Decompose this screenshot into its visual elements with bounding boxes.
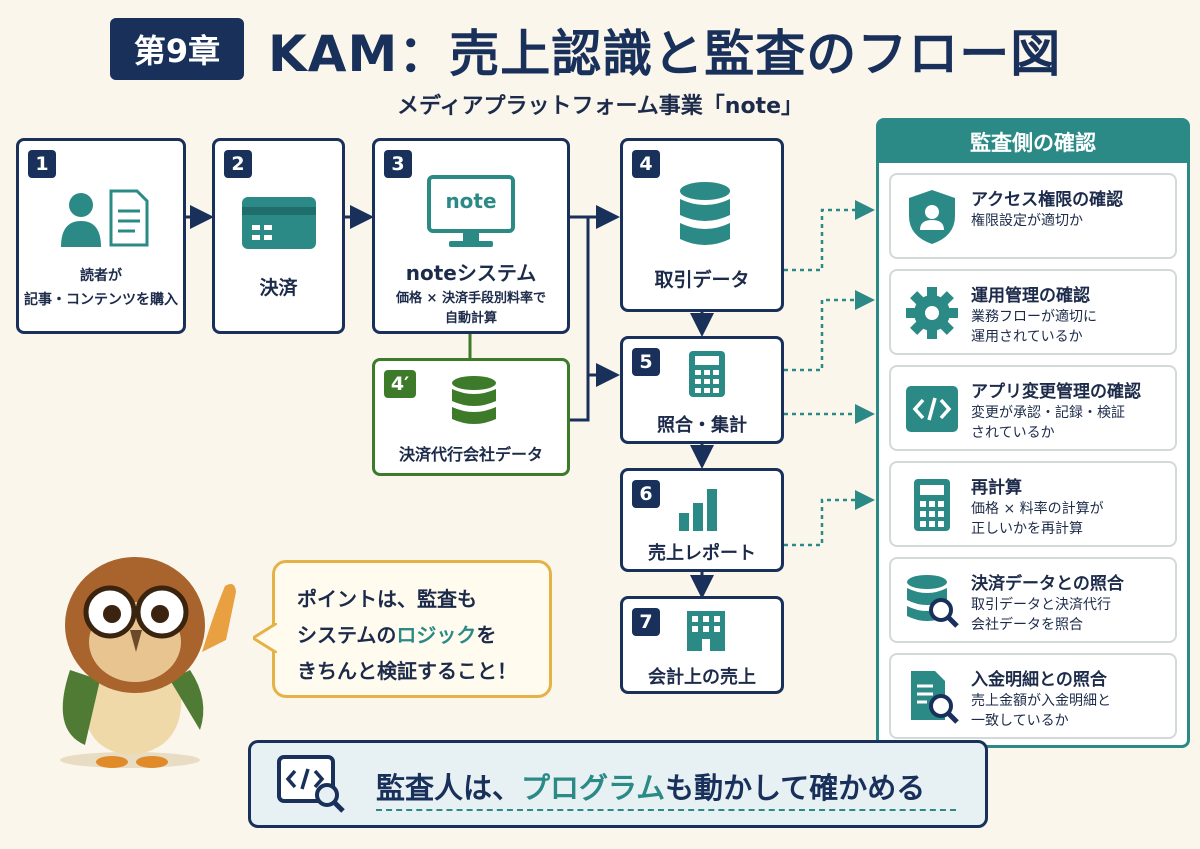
database-search-icon	[907, 575, 959, 628]
database-icon	[452, 376, 496, 424]
step-4b-box: 4′ 決済代行会社データ	[372, 358, 570, 476]
step-5-label: 照合・集計	[657, 415, 747, 436]
audit-checks-panel: 監査側の確認 アクセス権限の確認 権限設定が適切か 運用管理の確認 業務フローが…	[876, 118, 1190, 748]
step-4-box: 4 取引データ	[620, 138, 784, 312]
document-search-icon	[911, 671, 959, 724]
step-1-line1: 読者が	[80, 268, 122, 284]
step-number: 7	[632, 608, 660, 636]
reader-icon	[61, 189, 149, 247]
database-icon	[680, 182, 730, 245]
code-search-icon	[277, 755, 345, 813]
speech-bubble: ポイントは、監査も システムのロジックを きちんと検証すること！	[253, 560, 552, 698]
page-title: KAM：売上認識と監査のフロー図	[268, 25, 1062, 83]
check-title: アプリ変更管理の確認	[971, 382, 1141, 402]
step-number: 4	[632, 150, 660, 178]
monitor-icon: note	[427, 175, 515, 249]
step-number: 1	[28, 150, 56, 178]
step-number: 5	[632, 348, 660, 376]
check-title: 再計算	[971, 478, 1022, 498]
check-item-access: アクセス権限の確認 権限設定が適切か	[889, 173, 1177, 259]
step-1-line2: 記事・コンテンツを購入	[24, 292, 178, 308]
step-2-box: 2 決済	[212, 138, 345, 334]
check-desc: 価格 × 料率の計算が正しいかを再計算	[971, 501, 1104, 537]
step-7-box: 7 会計上の売上	[620, 596, 784, 694]
check-item-recalc: 再計算 価格 × 料率の計算が正しいかを再計算	[889, 461, 1177, 547]
step-6-box: 6 売上レポート	[620, 468, 784, 572]
banner-text: 監査人は、プログラムも動かして確かめる	[376, 771, 926, 805]
check-item-deposit-match: 入金明細との照合 売上金額が入金明細と一致しているか	[889, 653, 1177, 739]
bubble-tail	[253, 623, 277, 653]
step-4-label: 取引データ	[654, 269, 750, 291]
check-desc: 権限設定が適切か	[971, 213, 1083, 229]
check-title: 決済データとの照合	[971, 574, 1124, 594]
check-desc: 売上金額が入金明細と一致しているか	[971, 693, 1111, 729]
step-number: 6	[632, 480, 660, 508]
bubble-text: ポイントは、監査も システムのロジックを きちんと検証すること！	[297, 587, 517, 683]
check-desc: 業務フローが適切に運用されているか	[971, 309, 1097, 345]
panel-title: 監査側の確認	[879, 121, 1187, 163]
step-3-line2: 自動計算	[444, 311, 497, 326]
calculator-icon	[914, 479, 950, 531]
check-title: アクセス権限の確認	[971, 190, 1124, 210]
check-item-payment-match: 決済データとの照合 取引データと決済代行会社データを照合	[889, 557, 1177, 643]
gear-icon	[906, 287, 958, 339]
step-6-label: 売上レポート	[648, 543, 756, 564]
credit-card-icon	[242, 197, 316, 249]
chapter-badge: 第9章	[110, 18, 244, 80]
step-2-label: 決済	[259, 277, 298, 299]
check-item-change-mgmt: アプリ変更管理の確認 変更が承認・記録・検証されているか	[889, 365, 1177, 451]
step-number: 4′	[384, 370, 416, 398]
code-icon	[906, 386, 958, 432]
check-title: 運用管理の確認	[971, 286, 1090, 306]
step-number: 3	[384, 150, 412, 178]
shield-user-icon	[909, 190, 955, 244]
step-3-label: noteシステム	[405, 261, 537, 285]
check-title: 入金明細との照合	[971, 670, 1107, 690]
banner-underline	[376, 809, 956, 811]
building-icon	[687, 611, 725, 651]
step-3-line1: 価格 × 決済手段別料率で	[396, 291, 546, 306]
bar-chart-icon	[679, 489, 717, 531]
step-7-label: 会計上の売上	[648, 667, 756, 688]
step-5-box: 5 照合・集計	[620, 336, 784, 444]
check-desc: 取引データと決済代行会社データを照合	[971, 597, 1111, 633]
step-4b-label: 決済代行会社データ	[398, 445, 543, 464]
bottom-banner: 監査人は、プログラムも動かして確かめる	[248, 740, 988, 828]
step-3-box: 3 note noteシステム 価格 × 決済手段別料率で 自動計算	[372, 138, 570, 334]
check-item-operations: 運用管理の確認 業務フローが適切に運用されているか	[889, 269, 1177, 355]
owl-mascot-illustration	[60, 557, 236, 768]
step-1-box: 1 読者が 記事・コンテンツを購入	[16, 138, 186, 334]
monitor-screen-text: note	[445, 189, 497, 213]
check-desc: 変更が承認・記録・検証されているか	[971, 405, 1125, 441]
page-subtitle: メディアプラットフォーム事業「note」	[396, 94, 803, 119]
calculator-icon	[689, 351, 725, 397]
step-number: 2	[224, 150, 252, 178]
